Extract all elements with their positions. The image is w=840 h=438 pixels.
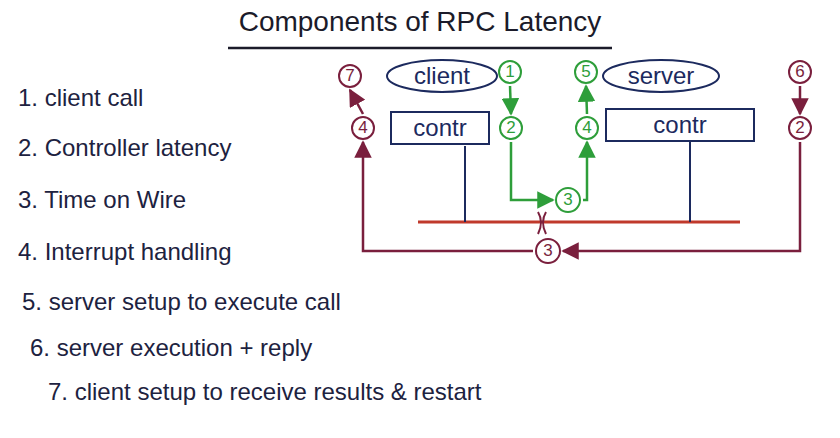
step-number: 6 [788,60,812,84]
node-label: server [628,62,695,90]
flow-arrow [583,142,587,200]
callout-number: 6 [795,62,804,82]
circle-outline [789,117,811,139]
controller-box: contr [390,111,490,145]
flow-arrow [563,142,800,251]
node-label: client [414,62,470,90]
callout-number: 3 [563,190,572,210]
circle-outline [339,65,361,87]
callout-number: 7 [345,66,354,86]
host-oval: server [602,59,720,93]
wire-break [538,212,546,234]
step-number: 5 [574,60,598,84]
node-label: contr [413,114,466,142]
callout-number: 5 [581,62,590,82]
step-number: 3 [535,238,561,264]
flow-arrow [350,90,363,114]
circle-outline [499,61,521,83]
list-item: 1. client call [18,84,143,112]
list-item: 3. Time on Wire [18,186,186,214]
step-number: 2 [499,116,523,140]
step-number: 4 [575,116,599,140]
list-item: 7. client setup to receive results & res… [48,378,482,406]
flow-arrow [511,142,553,200]
callout-number: 4 [358,118,367,138]
list-item: 5. server setup to execute call [22,288,341,316]
title: Components of RPC Latency [0,6,840,38]
callout-number: 3 [543,241,552,261]
oval-outline [387,60,497,92]
circle-outline [556,188,580,212]
network-wire [418,221,740,224]
list-item: 6. server execution + reply [30,334,312,362]
step-number: 1 [498,60,522,84]
flow-arrow [799,86,802,114]
flow-arrow [586,86,587,114]
callout-number: 2 [506,118,515,138]
list-item: 4. Interrupt handling [18,238,231,266]
title-underline [228,47,612,50]
circle-outline [500,117,522,139]
step-number: 4 [351,116,375,140]
circle-outline [576,117,598,139]
callout-number: 4 [582,118,591,138]
callout-number: 2 [795,118,804,138]
list-item: 2. Controller latency [18,134,231,162]
oval-outline [603,60,719,92]
server-tap [689,142,691,222]
host-oval: client [386,59,498,93]
circle-outline [536,239,560,263]
circle-outline [789,61,811,83]
callout-number: 1 [505,62,514,82]
step-number: 7 [338,64,362,88]
flow-arrow [510,86,511,114]
node-label: contr [653,111,706,139]
flow-arrow [363,142,533,251]
controller-box: contr [605,108,755,142]
circle-outline [575,61,597,83]
step-number: 2 [788,116,812,140]
circle-outline [352,117,374,139]
client-tap [464,146,466,222]
step-number: 3 [555,187,581,213]
